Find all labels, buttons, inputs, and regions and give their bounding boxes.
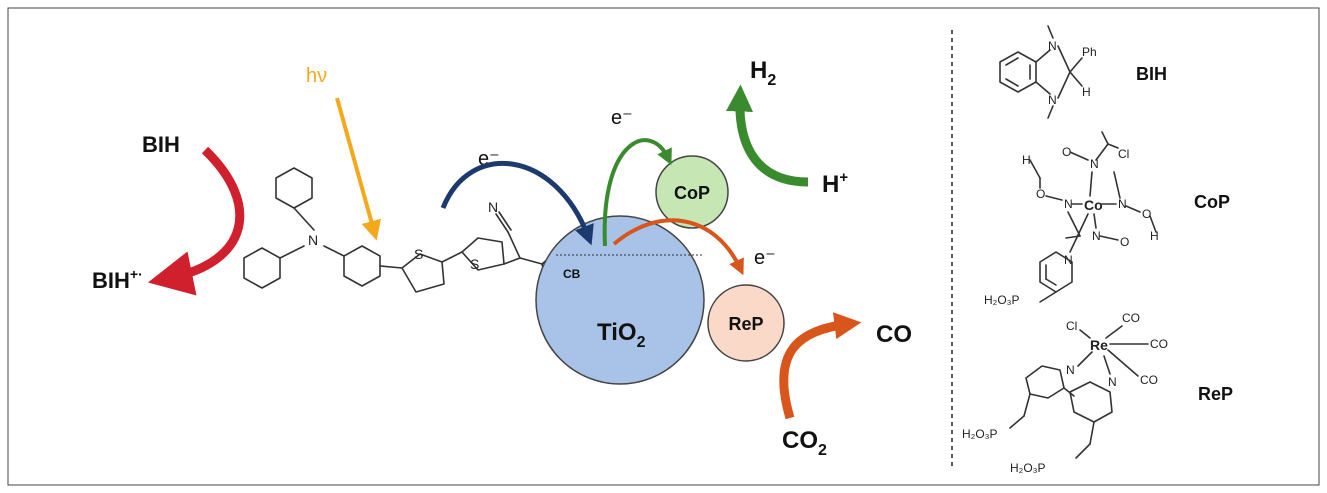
green-electron-arrow bbox=[602, 138, 672, 247]
svg-text:H₂O₃P: H₂O₃P bbox=[1010, 461, 1046, 475]
svg-text:Cl: Cl bbox=[1118, 147, 1129, 161]
cop-structure: H O N Cl O N Co N O N O H N H₂O₃P bbox=[984, 131, 1159, 307]
co-label: CO bbox=[876, 321, 912, 348]
thiophene-s-atom-1: S bbox=[414, 246, 423, 262]
svg-text:H: H bbox=[1022, 153, 1031, 167]
svg-text:O: O bbox=[1142, 207, 1151, 221]
svg-text:CO: CO bbox=[1140, 373, 1158, 387]
svg-text:Re: Re bbox=[1090, 337, 1108, 353]
tio2-label: TiO2 bbox=[597, 319, 646, 351]
amine-n-atom: N bbox=[308, 232, 318, 248]
tio2-particle bbox=[535, 215, 705, 385]
svg-text:Cl: Cl bbox=[1066, 319, 1077, 333]
orange-electron-arrow bbox=[612, 218, 744, 276]
red-arrow bbox=[147, 146, 245, 296]
hv-arrow bbox=[335, 97, 381, 241]
cb-label: CB bbox=[563, 267, 581, 281]
dye-molecule: N S S N O O bbox=[243, 167, 564, 303]
thiophene-s-atom-2: S bbox=[470, 256, 479, 272]
svg-text:N: N bbox=[1066, 363, 1075, 377]
cop-structure-name: CoP bbox=[1194, 192, 1230, 212]
svg-text:N: N bbox=[1092, 229, 1101, 243]
svg-text:Ph: Ph bbox=[1082, 45, 1097, 59]
svg-text:N: N bbox=[1064, 197, 1073, 211]
svg-text:H: H bbox=[1082, 85, 1091, 99]
bih-label: BIH bbox=[142, 132, 180, 157]
rep-label: ReP bbox=[728, 314, 763, 334]
svg-text:O: O bbox=[1036, 187, 1045, 201]
green-h2-arrow bbox=[725, 84, 809, 187]
svg-text:H₂O₃P: H₂O₃P bbox=[984, 293, 1020, 307]
svg-text:CO: CO bbox=[1150, 337, 1168, 351]
electron-label-cop: e⁻ bbox=[611, 107, 633, 129]
bih-structure-name: BIH bbox=[1136, 64, 1167, 84]
cop-label: CoP bbox=[674, 183, 710, 203]
svg-text:Co: Co bbox=[1084, 197, 1103, 213]
svg-text:N: N bbox=[1090, 157, 1099, 171]
h-plus-label: H+ bbox=[822, 169, 848, 198]
blue-electron-arrow bbox=[440, 160, 594, 246]
svg-text:N: N bbox=[1108, 375, 1117, 389]
orange-co2-arrow bbox=[779, 312, 862, 420]
hv-label: hν bbox=[306, 65, 327, 87]
electron-label-rep: e⁻ bbox=[754, 247, 776, 269]
rep-structure-name: ReP bbox=[1198, 384, 1233, 404]
bih-radical-cation-label: BIH+· bbox=[92, 266, 143, 293]
svg-text:H: H bbox=[1150, 229, 1159, 243]
svg-text:N: N bbox=[1048, 93, 1057, 107]
bih-structure: N N Ph H bbox=[999, 25, 1097, 119]
rep-structure: Cl CO Re CO CO N N H₂O₃P H₂O₃P bbox=[962, 311, 1168, 475]
co2-label: CO2 bbox=[782, 427, 827, 459]
svg-text:N: N bbox=[1118, 197, 1127, 211]
nitrile-n-atom: N bbox=[488, 199, 498, 215]
figure-frame bbox=[7, 7, 1320, 486]
rep-catalyst bbox=[707, 284, 785, 362]
svg-text:H₂O₃P: H₂O₃P bbox=[962, 427, 998, 441]
cop-catalyst bbox=[655, 155, 729, 229]
svg-text:N: N bbox=[1048, 39, 1057, 53]
h2-label: H2 bbox=[750, 57, 776, 89]
svg-text:CO: CO bbox=[1122, 311, 1140, 325]
svg-text:O: O bbox=[1120, 235, 1129, 249]
svg-text:O: O bbox=[1062, 145, 1071, 159]
